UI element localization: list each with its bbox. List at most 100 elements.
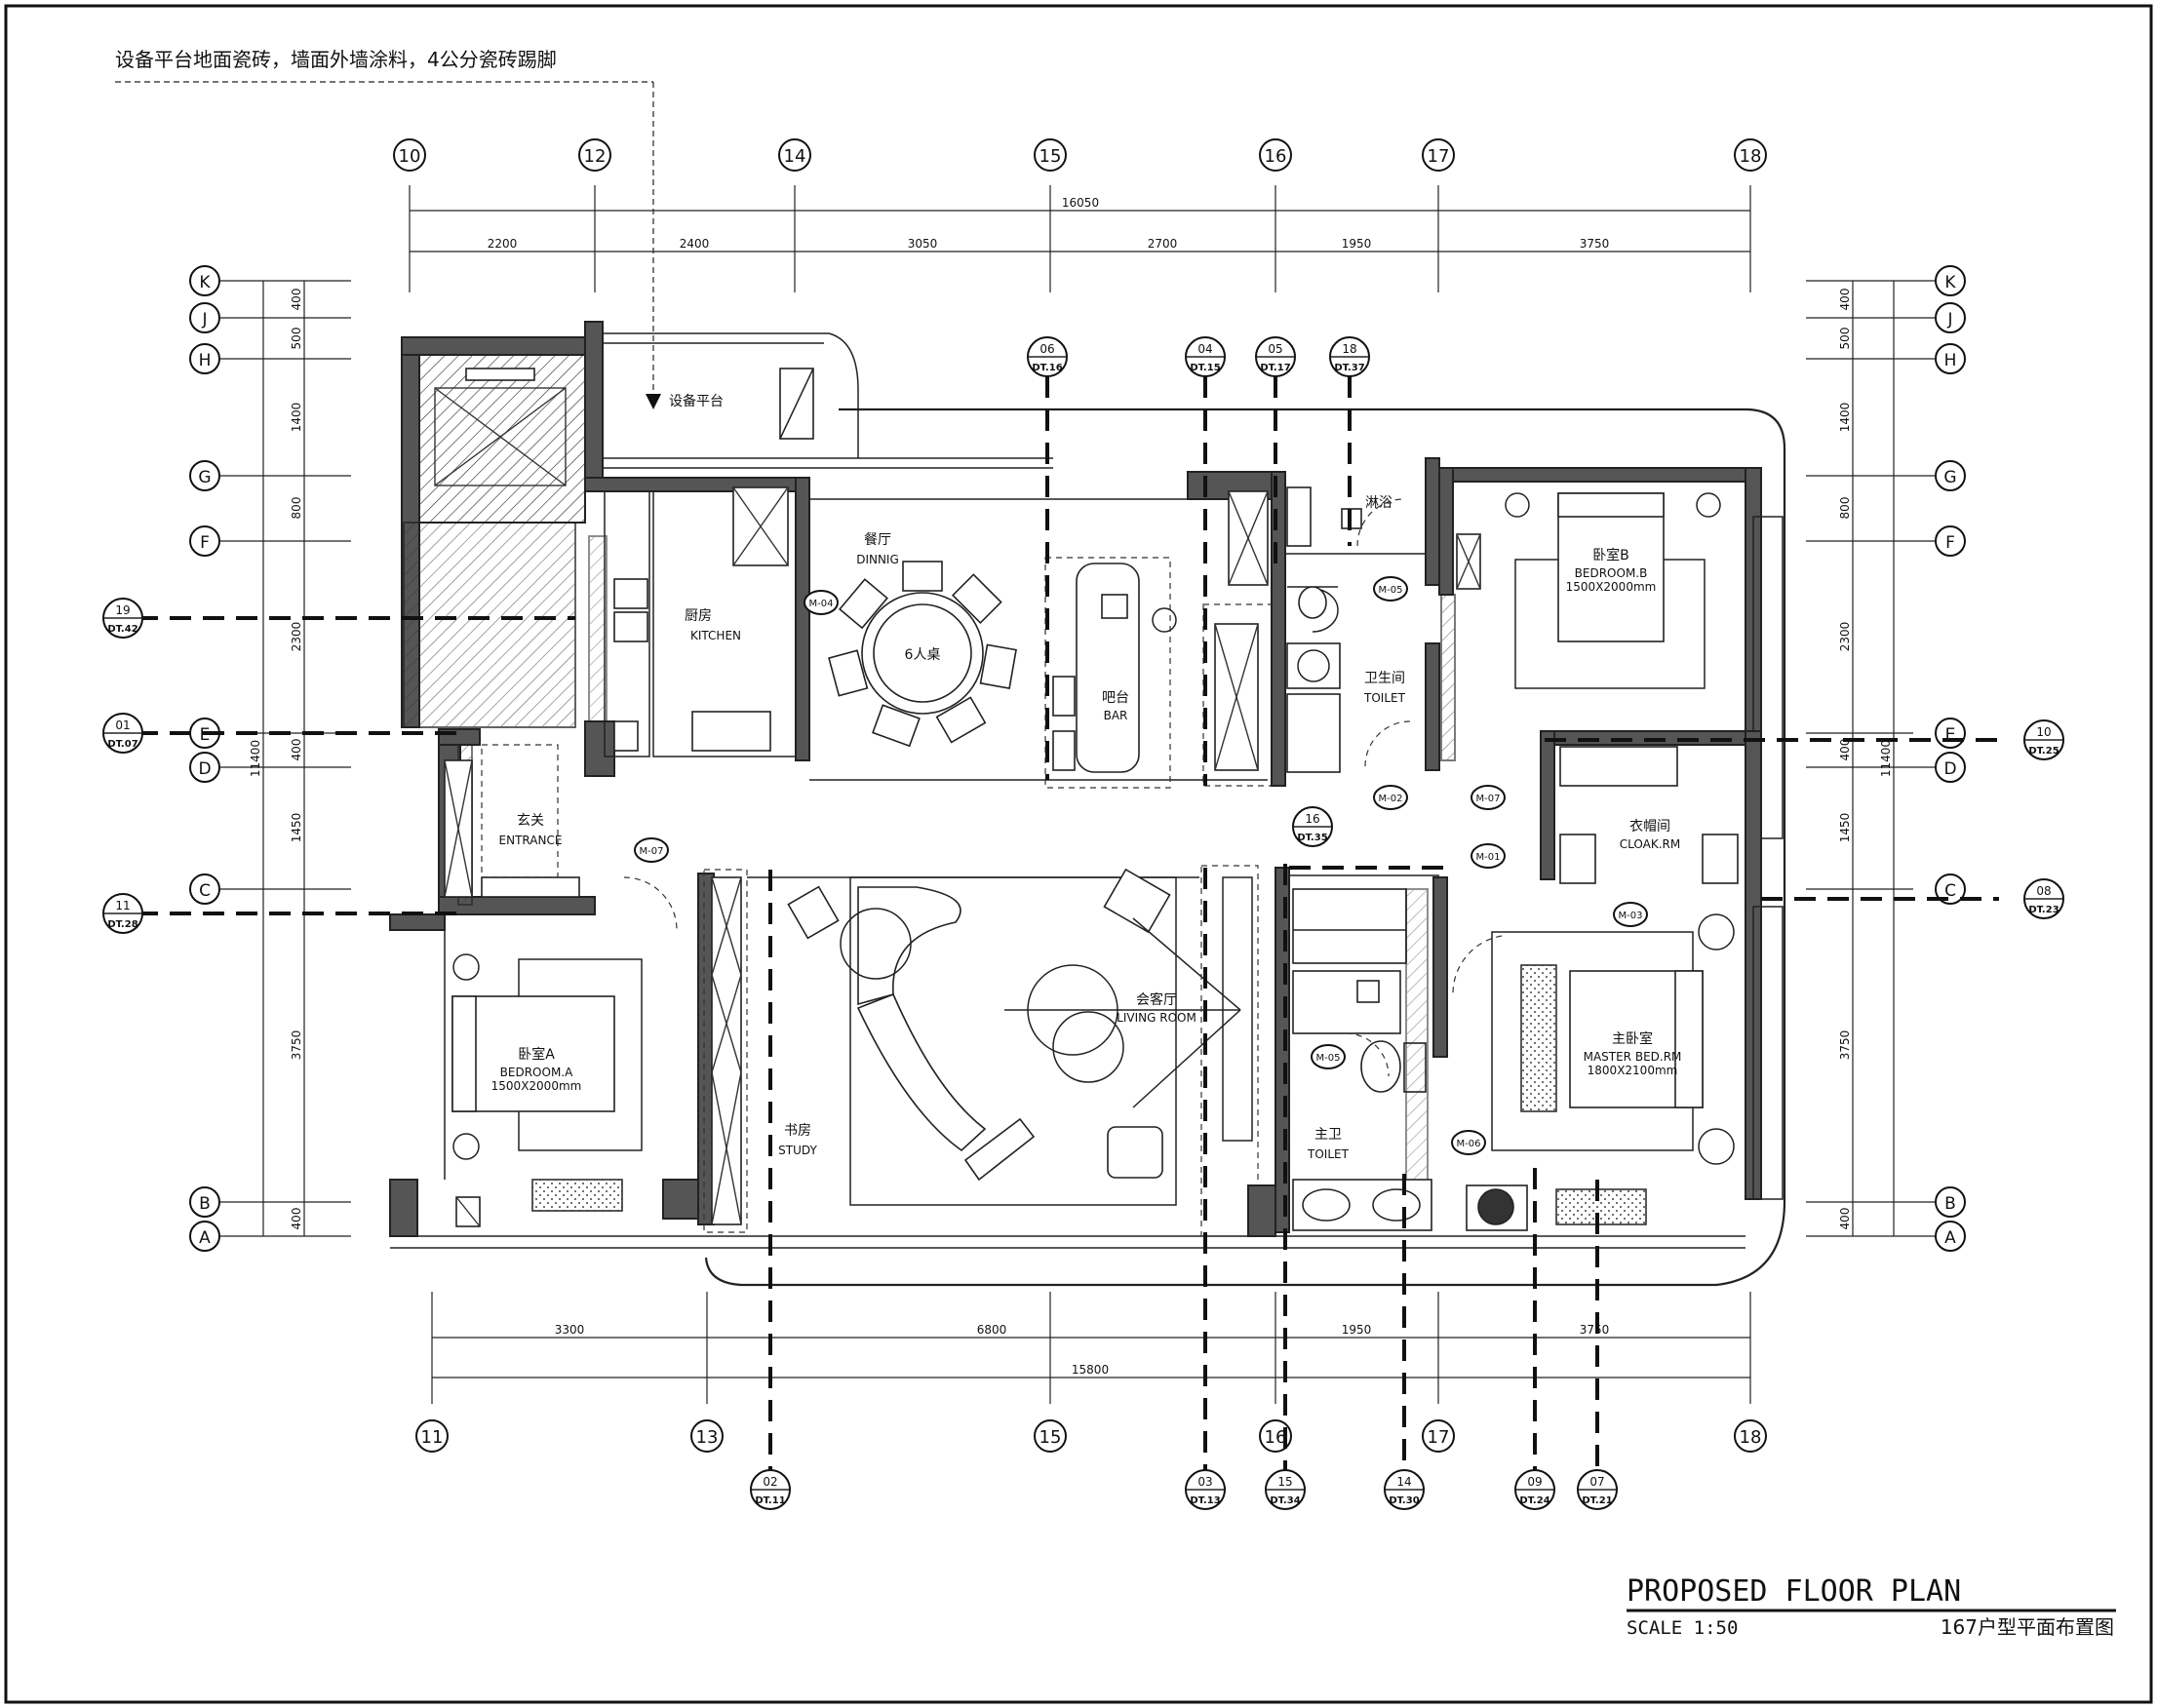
grid-row-A-right: A bbox=[1944, 1228, 1956, 1248]
bedroom-b-label-en: BEDROOM.B bbox=[1575, 566, 1648, 580]
grid-top-14: 14 bbox=[784, 146, 806, 167]
right-dimension-chain: 11400 400 500 1400 800 2300 400 1450 375… bbox=[1806, 280, 1913, 1237]
toilet-label-cn: 卫生间 bbox=[1364, 671, 1405, 686]
section-10-ref: DT.25 bbox=[2028, 746, 2059, 757]
section-01-num: 01 bbox=[115, 718, 130, 732]
section-19-ref: DT.42 bbox=[107, 624, 137, 635]
master-label-en: MASTER BED.RM bbox=[1584, 1050, 1682, 1064]
grid-row-D-left: D bbox=[198, 759, 211, 779]
section-06-ref: DT.16 bbox=[1032, 363, 1062, 373]
living-label-en: LIVING ROOM bbox=[1117, 1011, 1196, 1025]
section-05-ref: DT.17 bbox=[1260, 363, 1290, 373]
grid-row-C-left: C bbox=[199, 881, 211, 901]
section-19-num: 19 bbox=[115, 603, 130, 617]
bedroom-b-label-cn: 卧室B bbox=[1592, 547, 1629, 563]
section-18-ref: DT.37 bbox=[1334, 363, 1364, 373]
study-label-cn: 书房 bbox=[784, 1123, 811, 1139]
study-label-en: STUDY bbox=[778, 1144, 817, 1157]
dim-right-2: 500 bbox=[1838, 328, 1852, 350]
section-18-num: 18 bbox=[1342, 342, 1356, 356]
dim-top-5: 1950 bbox=[1342, 237, 1372, 251]
grid-top-15: 15 bbox=[1039, 146, 1062, 167]
grid-row-F-right: F bbox=[1945, 533, 1955, 553]
door-tag-m01: M-01 bbox=[1476, 852, 1501, 863]
dim-left-5: 2300 bbox=[290, 622, 303, 652]
dim-top-1: 2200 bbox=[488, 237, 518, 251]
section-03-num: 03 bbox=[1197, 1475, 1212, 1489]
dim-top-3: 3050 bbox=[908, 237, 938, 251]
dim-left-1: 400 bbox=[290, 289, 303, 311]
left-dimension-chain: 11400 400 500 1400 800 2300 400 1450 375… bbox=[244, 280, 351, 1237]
master-bath-label-en: TOILET bbox=[1307, 1147, 1350, 1161]
sheet-border bbox=[4, 4, 2153, 1704]
dim-left-9: 400 bbox=[290, 1208, 303, 1230]
section-06-num: 06 bbox=[1039, 342, 1054, 356]
door-tag-m05-a: M-05 bbox=[1379, 585, 1403, 596]
left-grid-bubbles: K J H G F E D C B A bbox=[189, 265, 244, 1252]
section-04-ref: DT.15 bbox=[1190, 363, 1220, 373]
right-grid-bubbles: K J H G F E D C B A bbox=[1913, 265, 1966, 1252]
grid-row-B-right: B bbox=[1944, 1194, 1956, 1214]
door-tag-m05-b: M-05 bbox=[1316, 1053, 1341, 1064]
kitchen-label-cn: 厨房 bbox=[685, 608, 712, 624]
dining-label-cn: 餐厅 bbox=[864, 532, 891, 548]
top-dimension-chain: 16050 2200 2400 3050 2700 1950 3750 bbox=[409, 185, 1751, 292]
bar-label-en: BAR bbox=[1104, 709, 1128, 722]
dim-right-4: 800 bbox=[1838, 497, 1852, 520]
door-tag-m04: M-04 bbox=[809, 599, 834, 609]
section-10-num: 10 bbox=[2036, 725, 2051, 739]
grid-row-H-left: H bbox=[199, 351, 212, 370]
dim-left-6: 400 bbox=[290, 739, 303, 761]
dim-left-total: 11400 bbox=[249, 740, 262, 777]
grid-top-18: 18 bbox=[1740, 146, 1762, 167]
grid-row-D-right: D bbox=[1943, 759, 1956, 779]
dining-label-en: DINNIG bbox=[856, 553, 899, 566]
bottom-grid-bubbles: 11 13 15 16 17 18 bbox=[415, 1419, 1767, 1453]
bar-label-cn: 吧台 bbox=[1102, 690, 1129, 706]
dim-right-5: 2300 bbox=[1838, 622, 1852, 652]
note-text: 设备平台地面瓷砖，墙面外墙涂料，4公分瓷砖踢脚 bbox=[115, 48, 557, 71]
grid-bottom-16: 16 bbox=[1265, 1427, 1287, 1448]
table-label: 6人桌 bbox=[905, 647, 941, 663]
grid-bottom-18: 18 bbox=[1740, 1427, 1762, 1448]
grid-bottom-15: 15 bbox=[1039, 1427, 1062, 1448]
grid-row-G-left: G bbox=[198, 468, 211, 487]
section-16-num: 16 bbox=[1305, 812, 1319, 826]
dim-top-6: 3750 bbox=[1580, 237, 1610, 251]
grid-bottom-11: 11 bbox=[421, 1427, 444, 1448]
section-04-num: 04 bbox=[1197, 342, 1212, 356]
grid-top-16: 16 bbox=[1265, 146, 1287, 167]
section-05-num: 05 bbox=[1268, 342, 1282, 356]
master-size: 1800X2100mm bbox=[1588, 1064, 1678, 1077]
dim-top-2: 2400 bbox=[680, 237, 710, 251]
title-cn: 167户型平面布置图 bbox=[1941, 1615, 2114, 1639]
door-tag-m07-b: M-07 bbox=[640, 846, 664, 857]
grid-row-E-right: E bbox=[1945, 725, 1956, 745]
section-01-ref: DT.07 bbox=[107, 739, 137, 750]
dim-left-7: 1450 bbox=[290, 813, 303, 843]
section-14-ref: DT.30 bbox=[1389, 1495, 1419, 1506]
dim-right-3: 1400 bbox=[1838, 403, 1852, 433]
dim-left-8: 3750 bbox=[290, 1030, 303, 1061]
grid-row-J-left: J bbox=[201, 310, 207, 330]
section-09-num: 09 bbox=[1527, 1475, 1542, 1489]
toilet-label-en: TOILET bbox=[1363, 691, 1406, 705]
bedroom-b-size: 1500X2000mm bbox=[1566, 580, 1657, 594]
master-bath-label-cn: 主卫 bbox=[1314, 1127, 1342, 1143]
grid-bottom-13: 13 bbox=[696, 1427, 719, 1448]
dining-table bbox=[828, 561, 1017, 748]
title-block: PROPOSED FLOOR PLAN SCALE 1:50 167户型平面布置… bbox=[1627, 1574, 2116, 1639]
grid-top-12: 12 bbox=[584, 146, 607, 167]
bedroom-a-label-en: BEDROOM.A bbox=[500, 1066, 573, 1079]
section-07-ref: DT.21 bbox=[1582, 1495, 1612, 1506]
dim-bottom-1: 3300 bbox=[555, 1323, 585, 1337]
title-scale: SCALE 1:50 bbox=[1627, 1617, 1738, 1639]
top-grid-bubbles: 10 12 14 15 16 17 18 bbox=[393, 138, 1767, 172]
entrance-label-en: ENTRANCE bbox=[499, 834, 563, 847]
kitchen-label-en: KITCHEN bbox=[690, 629, 741, 642]
bedroom-a-label-cn: 卧室A bbox=[518, 1046, 555, 1063]
grid-row-K-left: K bbox=[199, 273, 211, 292]
section-03-ref: DT.13 bbox=[1190, 1495, 1220, 1506]
